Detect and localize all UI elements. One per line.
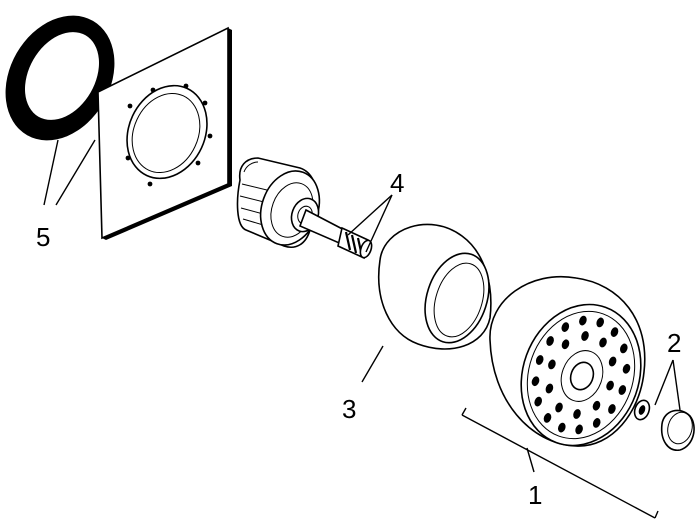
spray-nozzle bbox=[579, 315, 587, 326]
callout-1: 1 bbox=[528, 480, 542, 510]
callout-5: 5 bbox=[36, 222, 50, 252]
spray-nozzles bbox=[531, 315, 631, 435]
spray-nozzle bbox=[573, 409, 581, 419]
cover-plate bbox=[97, 26, 232, 240]
rosette-cap bbox=[378, 223, 492, 350]
spray-nozzle bbox=[535, 355, 544, 365]
spray-nozzle bbox=[546, 336, 554, 346]
spray-nozzle bbox=[618, 385, 627, 395]
spray-nozzle bbox=[558, 422, 566, 433]
threaded-connector bbox=[236, 157, 321, 248]
spray-nozzle bbox=[608, 404, 616, 414]
spray-nozzle bbox=[581, 331, 589, 341]
spray-nozzle bbox=[596, 317, 604, 328]
spray-nozzle bbox=[555, 402, 563, 413]
spray-nozzle bbox=[599, 337, 607, 348]
spray-nozzle bbox=[610, 327, 619, 337]
spray-nozzle bbox=[606, 380, 614, 391]
spray-nozzle bbox=[561, 339, 570, 350]
spray-nozzle bbox=[545, 383, 554, 394]
leader-lines bbox=[43, 139, 681, 519]
callout-3: 3 bbox=[342, 394, 356, 424]
shower-head bbox=[489, 275, 646, 447]
spray-nozzle bbox=[620, 343, 628, 354]
spray-nozzle bbox=[548, 359, 556, 370]
spray-nozzle bbox=[543, 413, 552, 423]
spray-nozzle bbox=[608, 356, 617, 367]
spray-nozzle bbox=[561, 322, 570, 332]
spray-nozzle bbox=[622, 363, 631, 374]
spray-nozzle bbox=[592, 400, 601, 411]
callout-2: 2 bbox=[667, 328, 681, 358]
spray-nozzle bbox=[531, 376, 540, 387]
spray-nozzle bbox=[575, 424, 583, 435]
spray-nozzle bbox=[592, 418, 601, 428]
spray-nozzle bbox=[534, 396, 542, 407]
ball-joint-pin bbox=[298, 208, 373, 260]
callout-4: 4 bbox=[390, 168, 404, 198]
end-cap bbox=[660, 409, 695, 451]
fixing-nut bbox=[633, 399, 651, 421]
sealing-ring bbox=[5, 15, 115, 141]
